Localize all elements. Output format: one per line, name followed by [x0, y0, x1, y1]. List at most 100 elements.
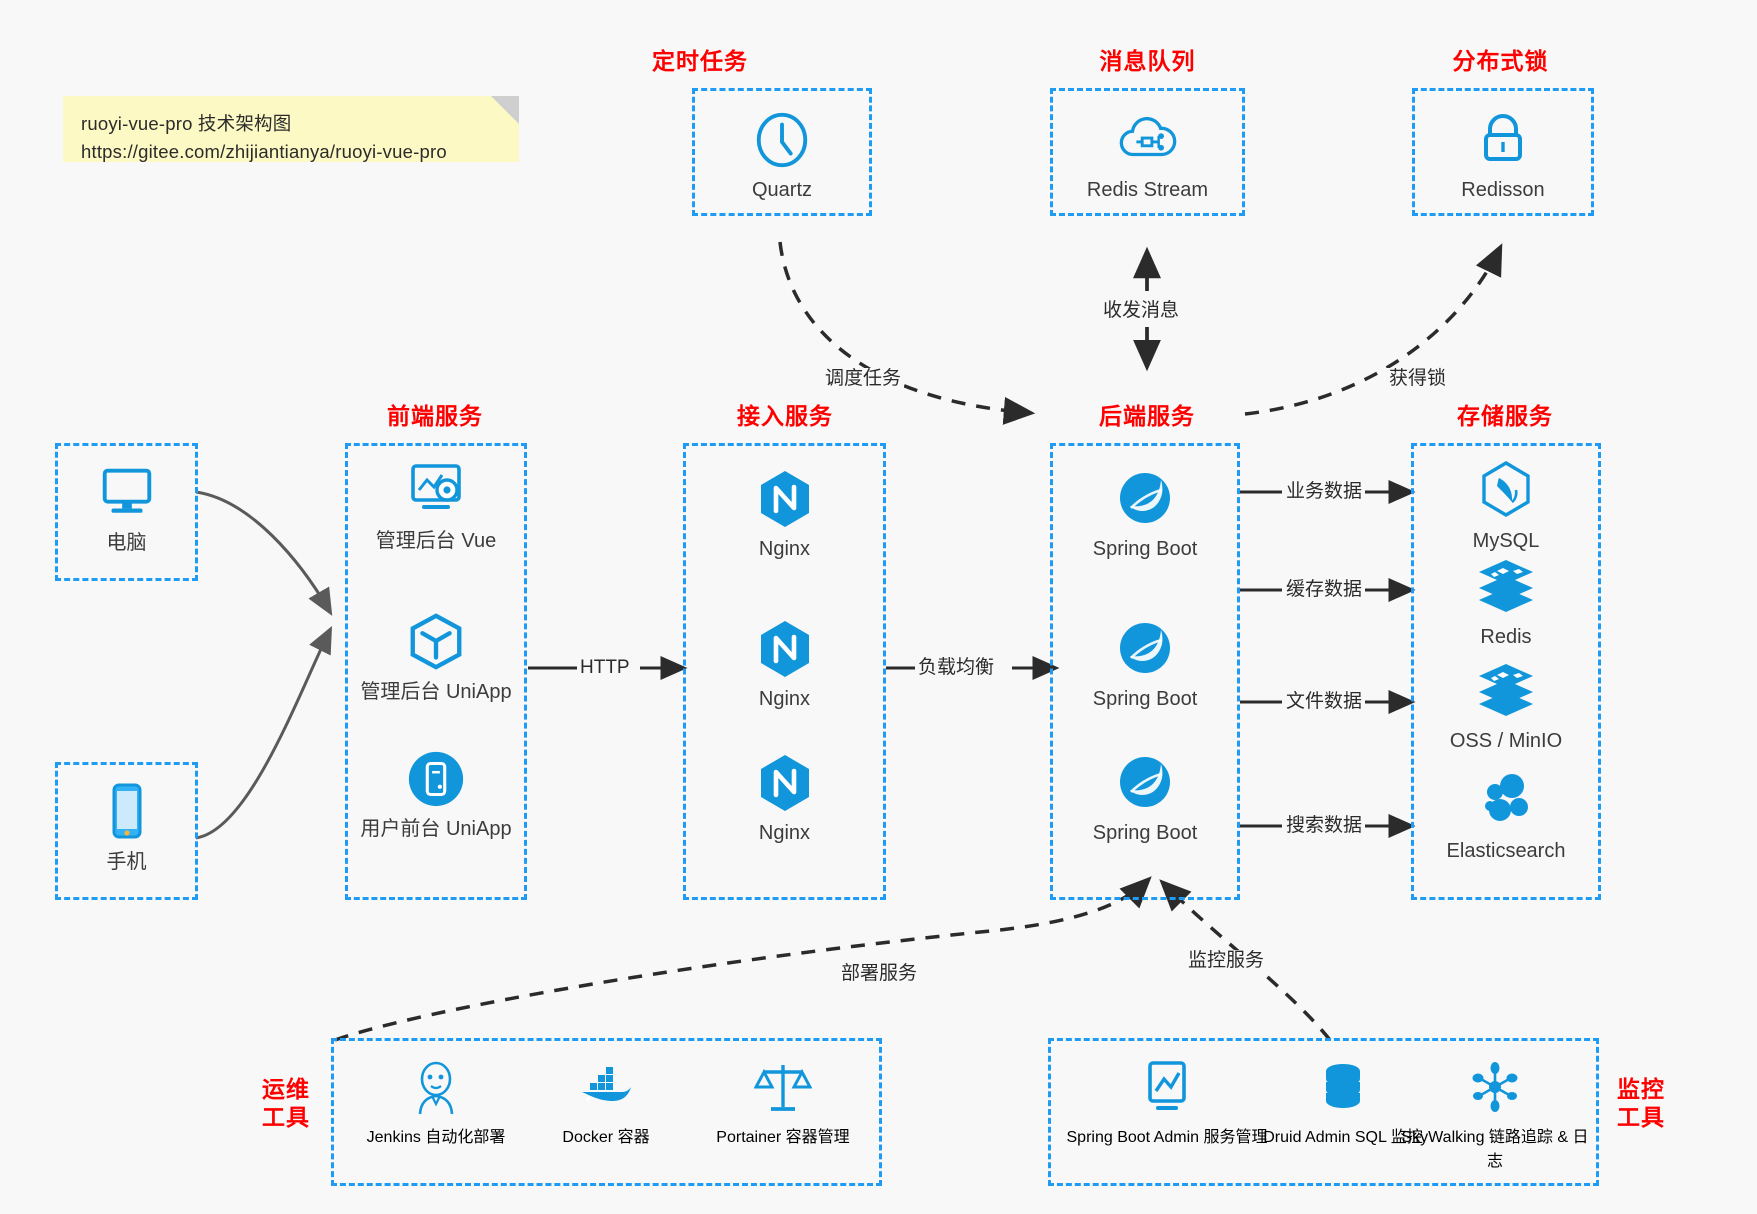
edge-label-acquire-lock: 获得锁	[1386, 368, 1450, 390]
elasticsearch-icon	[1414, 770, 1598, 832]
node-sublabel: 服务管理	[1203, 1129, 1268, 1146]
node-label: Redis Stream	[1086, 179, 1209, 201]
group-box-mobile: 手机	[55, 762, 198, 900]
node-oss-minio[interactable]: OSS / MinIO	[1414, 660, 1598, 754]
note-fold-corner	[491, 96, 519, 124]
group-title-gateway: 接入服务	[737, 403, 833, 429]
edge-label-business-data: 业务数据	[1283, 481, 1366, 503]
edge-label-schedule-task: 调度任务	[822, 368, 905, 390]
clock-icon	[695, 109, 869, 171]
node-label: Elasticsearch	[1446, 840, 1566, 862]
group-box-scheduler: Quartz	[692, 88, 872, 216]
node-nginx-1[interactable]: Nginx	[686, 468, 883, 562]
node-label: 手机	[106, 851, 147, 873]
node-label: Spring Boot	[1092, 822, 1198, 844]
node-label: 用户前台 UniApp	[360, 818, 512, 840]
edge-label-cache-data: 缓存数据	[1283, 579, 1366, 601]
node-spring-boot-admin[interactable]: Spring Boot Admin 服务管理	[1057, 1059, 1277, 1147]
nginx-icon	[686, 468, 883, 530]
node-label: Nginx	[758, 822, 811, 844]
group-title-devops-line2: 工具	[262, 1104, 310, 1130]
group-box-lock: Redisson	[1412, 88, 1594, 216]
node-redis-stream[interactable]: Redis Stream	[1053, 109, 1242, 203]
dashboard-gear-icon	[348, 460, 524, 522]
nginx-icon	[686, 752, 883, 814]
jenkins-butler-icon	[356, 1059, 516, 1119]
group-box-frontend: 管理后台 Vue 管理后台 UniApp 用户前台 UniApp	[345, 443, 527, 900]
node-sublabel: 容器管理	[785, 1129, 850, 1146]
edge-label-deploy-service: 部署服务	[838, 963, 921, 985]
node-sublabel: 链路追踪 & 日志	[1486, 1129, 1589, 1170]
note-line-url: https://gitee.com/zhijiantianya/ruoyi-vu…	[81, 141, 447, 162]
node-druid-admin[interactable]: Druid Admin SQL 监控	[1253, 1059, 1433, 1147]
group-box-devops: Jenkins 自动化部署 Docker 容器	[331, 1038, 882, 1186]
node-label: Nginx	[758, 538, 811, 560]
node-springboot-1[interactable]: Spring Boot	[1053, 468, 1237, 562]
node-label: Docker	[562, 1129, 614, 1146]
smartphone-icon	[58, 781, 195, 843]
node-sublabel: 容器	[617, 1129, 650, 1146]
node-label: Spring Boot	[1092, 538, 1198, 560]
desktop-icon	[58, 462, 195, 524]
node-quartz[interactable]: Quartz	[695, 109, 869, 203]
node-label: MySQL	[1472, 530, 1540, 552]
node-jenkins[interactable]: Jenkins 自动化部署	[356, 1059, 516, 1147]
node-label: Druid Admin	[1263, 1129, 1351, 1146]
title-note: ruoyi-vue-pro 技术架构图 https://gitee.com/zh…	[63, 96, 519, 162]
node-elasticsearch[interactable]: Elasticsearch	[1414, 770, 1598, 864]
monitor-chart-icon	[1057, 1059, 1277, 1119]
node-nginx-3[interactable]: Nginx	[686, 752, 883, 846]
node-sublabel: SQL 监控	[1354, 1129, 1423, 1146]
node-springboot-3[interactable]: Spring Boot	[1053, 752, 1237, 846]
node-skywalking[interactable]: SkyWalking 链路追踪 & 日志	[1395, 1059, 1595, 1171]
spring-leaf-icon	[1053, 618, 1237, 680]
edge-label-monitor-service: 监控服务	[1185, 950, 1268, 972]
redis-stack-icon	[1414, 556, 1598, 618]
node-portainer[interactable]: Portainer 容器管理	[698, 1059, 868, 1147]
spring-leaf-icon	[1053, 468, 1237, 530]
database-icon	[1253, 1059, 1433, 1119]
node-redis[interactable]: Redis	[1414, 556, 1598, 650]
node-nginx-2[interactable]: Nginx	[686, 618, 883, 712]
node-docker[interactable]: Docker 容器	[526, 1059, 686, 1147]
node-label: Jenkins	[366, 1129, 421, 1146]
node-label: Quartz	[751, 179, 813, 201]
node-mysql[interactable]: MySQL	[1414, 460, 1598, 554]
mysql-dolphin-icon	[1414, 460, 1598, 522]
node-label: SkyWalking	[1401, 1129, 1485, 1146]
edge-label-send-receive-msg: 收发消息	[1100, 300, 1183, 322]
node-label: 管理后台 UniApp	[360, 681, 512, 703]
cloud-node-icon	[1053, 109, 1242, 171]
edge-label-http: HTTP	[577, 657, 633, 679]
group-title-monitor: 监控 工具	[1610, 1075, 1672, 1131]
group-title-lock: 分布式锁	[1452, 48, 1549, 74]
group-title-mq: 消息队列	[1099, 48, 1196, 74]
node-label: 电脑	[106, 532, 147, 554]
cube-icon	[348, 611, 524, 673]
group-title-monitor-line1: 监控	[1617, 1076, 1665, 1102]
mobile-circle-icon	[348, 748, 524, 810]
node-label: Portainer	[716, 1129, 782, 1146]
node-springboot-2[interactable]: Spring Boot	[1053, 618, 1237, 712]
node-label: Spring Boot Admin	[1066, 1129, 1200, 1146]
group-box-gateway: Nginx Nginx Nginx	[683, 443, 886, 900]
node-mobile[interactable]: 手机	[58, 781, 195, 875]
group-title-devops: 运维 工具	[255, 1075, 317, 1131]
group-box-monitor: Spring Boot Admin 服务管理 Druid Admin SQL 监…	[1048, 1038, 1599, 1186]
node-label: OSS / MinIO	[1449, 730, 1563, 752]
node-admin-uniapp[interactable]: 管理后台 UniApp	[348, 611, 524, 705]
group-title-storage: 存储服务	[1457, 403, 1553, 429]
edge-label-search-data: 搜索数据	[1283, 815, 1366, 837]
group-box-pc: 电脑	[55, 443, 198, 581]
node-label: Nginx	[758, 688, 811, 710]
edge-label-file-data: 文件数据	[1283, 691, 1366, 713]
node-admin-vue[interactable]: 管理后台 Vue	[348, 460, 524, 554]
node-label: Spring Boot	[1092, 688, 1198, 710]
scales-icon	[698, 1059, 868, 1119]
group-title-scheduler: 定时任务	[652, 48, 748, 74]
group-title-devops-line1: 运维	[262, 1076, 310, 1102]
node-user-uniapp[interactable]: 用户前台 UniApp	[348, 748, 524, 842]
node-pc[interactable]: 电脑	[58, 462, 195, 556]
node-redisson[interactable]: Redisson	[1415, 109, 1591, 203]
